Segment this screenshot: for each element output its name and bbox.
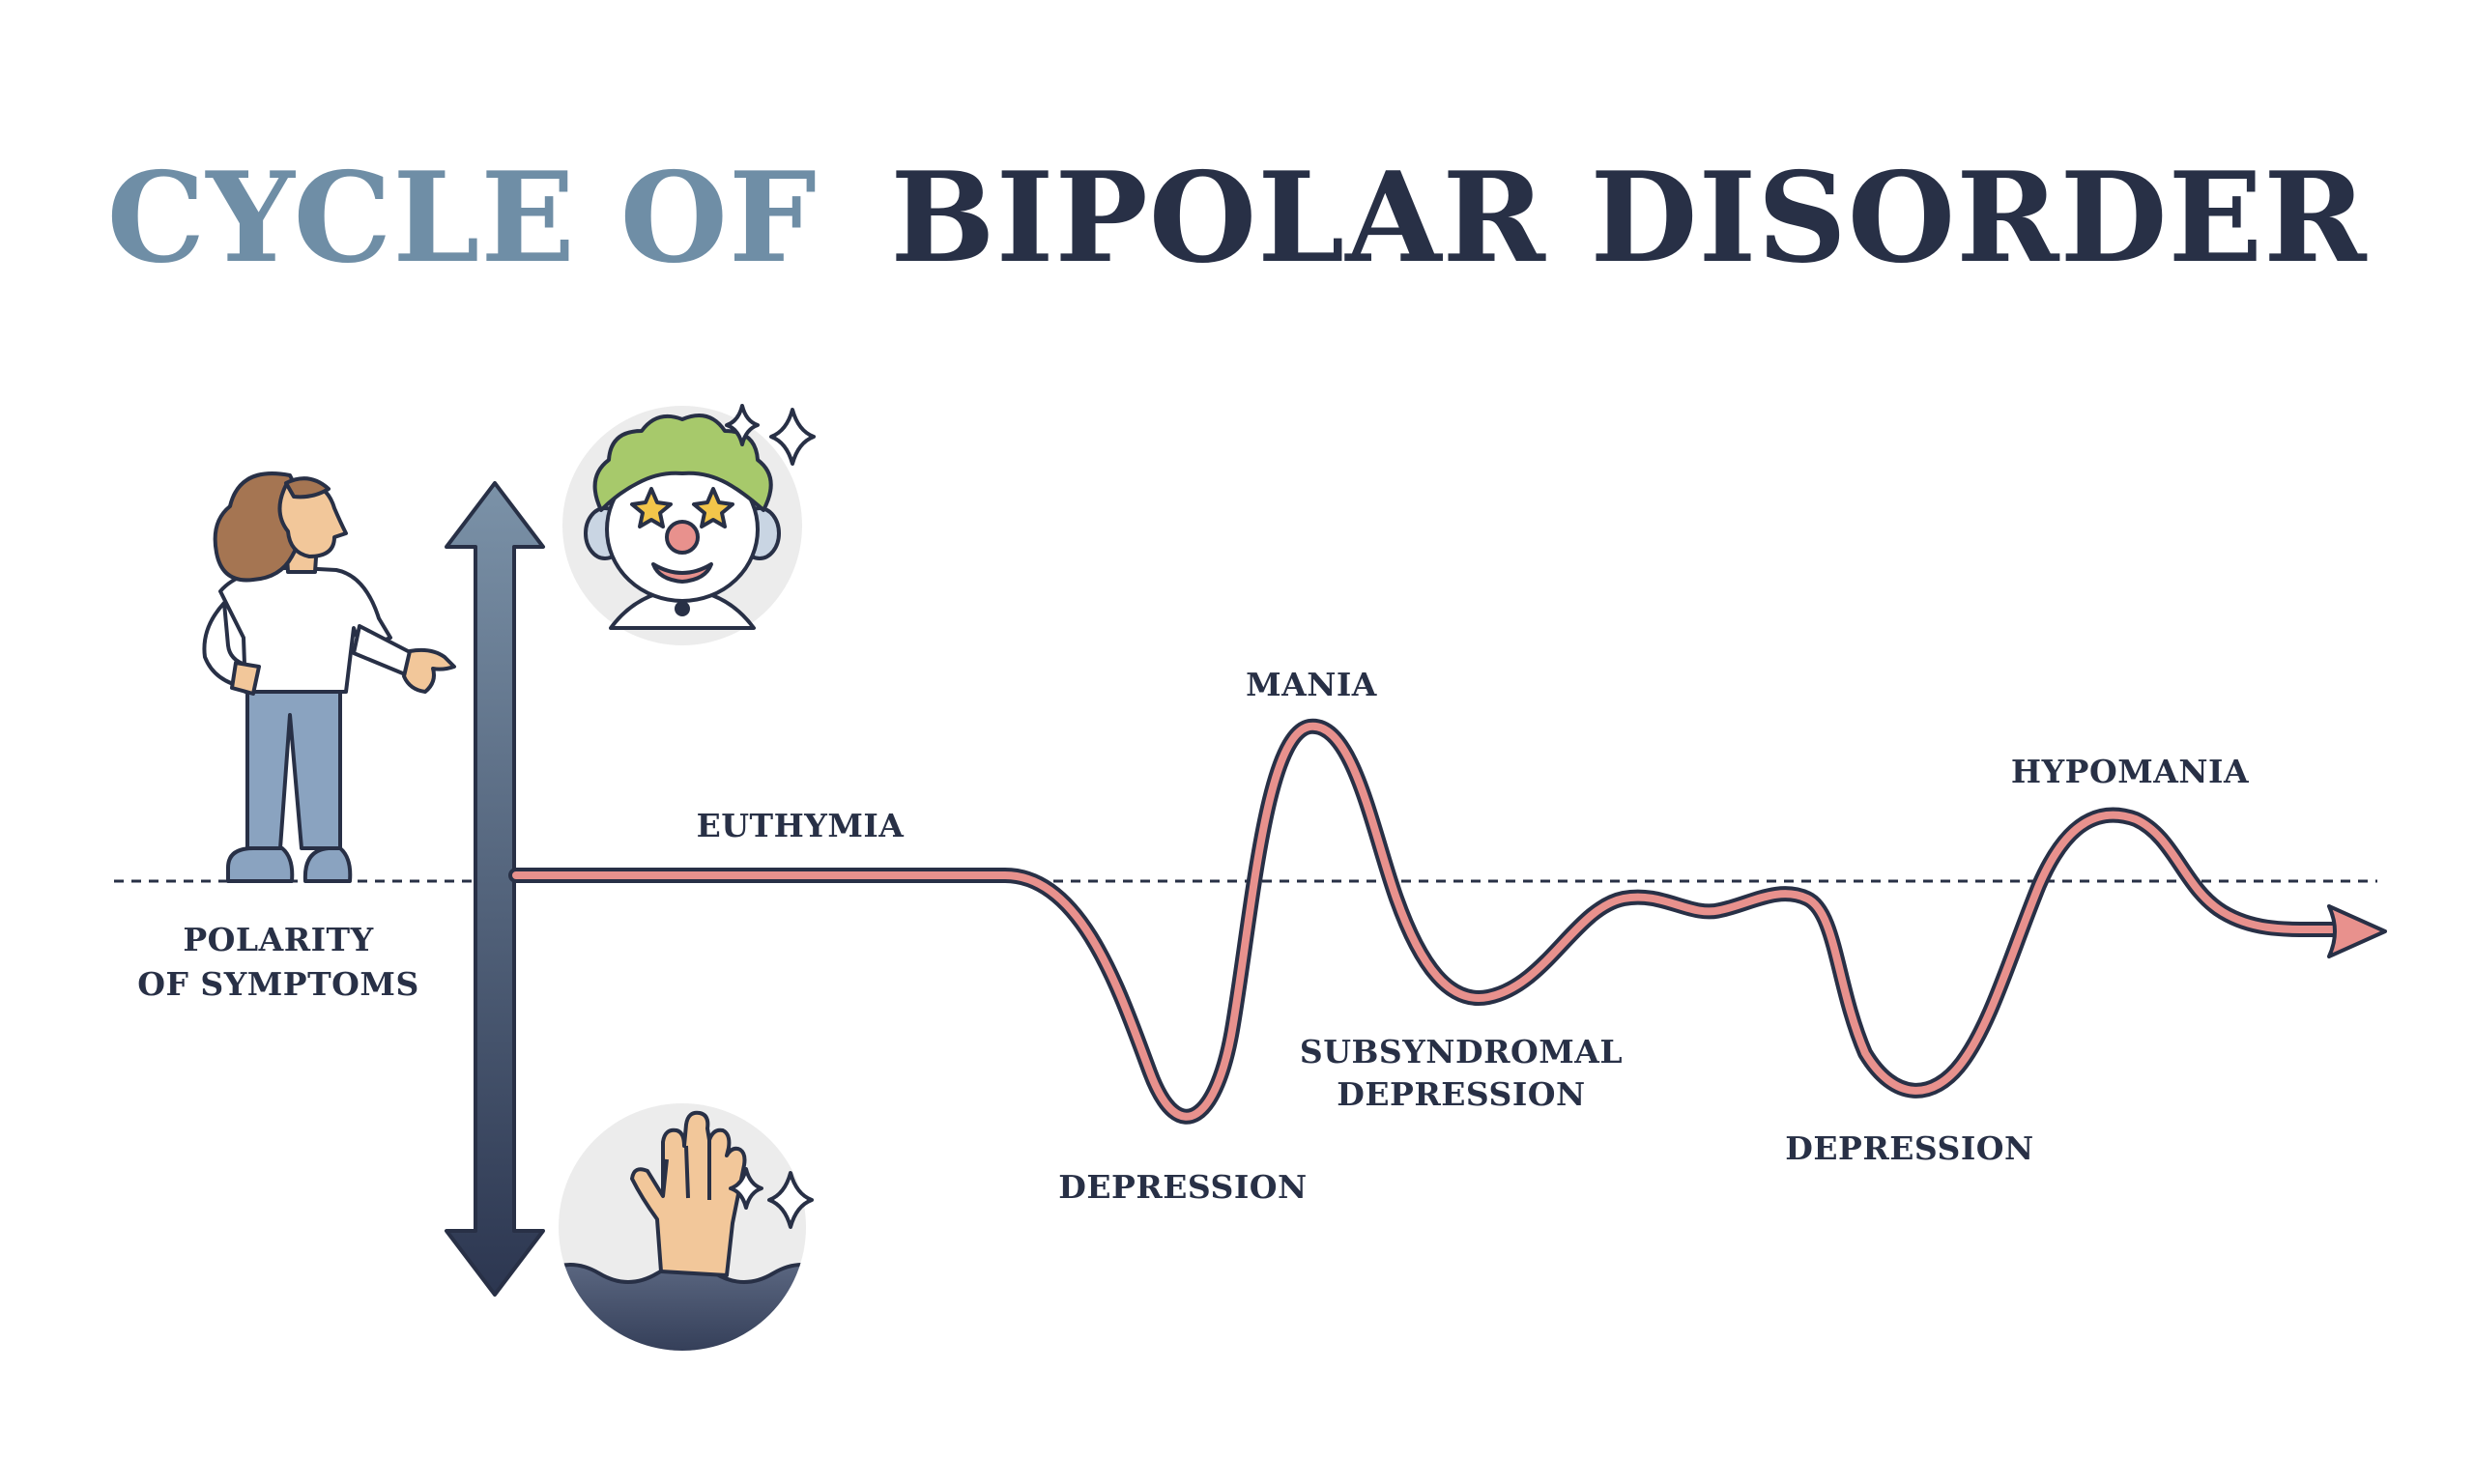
page-title: CYCLE OF BIPOLAR DISORDER [106, 146, 2368, 291]
sparkle-icon [725, 404, 816, 466]
sparkle-icon [729, 1167, 814, 1229]
label-mania: MANIA [1246, 666, 1377, 703]
drowning-hand-icon [559, 1103, 814, 1351]
label-subsyndromal-line1: SUBSYNDROMAL [1300, 1033, 1623, 1070]
title-part-light: CYCLE OF [106, 146, 817, 291]
label-polarity-line1: POLARITY [183, 921, 373, 958]
curve-arrowhead [2327, 904, 2387, 958]
mood-curve [508, 718, 2387, 1125]
person-figure-icon [202, 471, 456, 883]
label-depression-1: DEPRESSION [1058, 1168, 1307, 1206]
label-euthymia: EUTHYMIA [697, 807, 905, 844]
label-depression-2: DEPRESSION [1785, 1129, 2033, 1167]
polarity-axis-arrow [445, 481, 545, 1297]
label-hypomania: HYPOMANIA [2011, 753, 2249, 790]
title-part-dark: BIPOLAR DISORDER [890, 146, 2368, 291]
label-subsyndromal-line2: DEPRESSION [1337, 1075, 1585, 1113]
clown-face-icon [562, 404, 816, 645]
label-polarity-line2: OF SYMPTOMS [137, 965, 419, 1003]
